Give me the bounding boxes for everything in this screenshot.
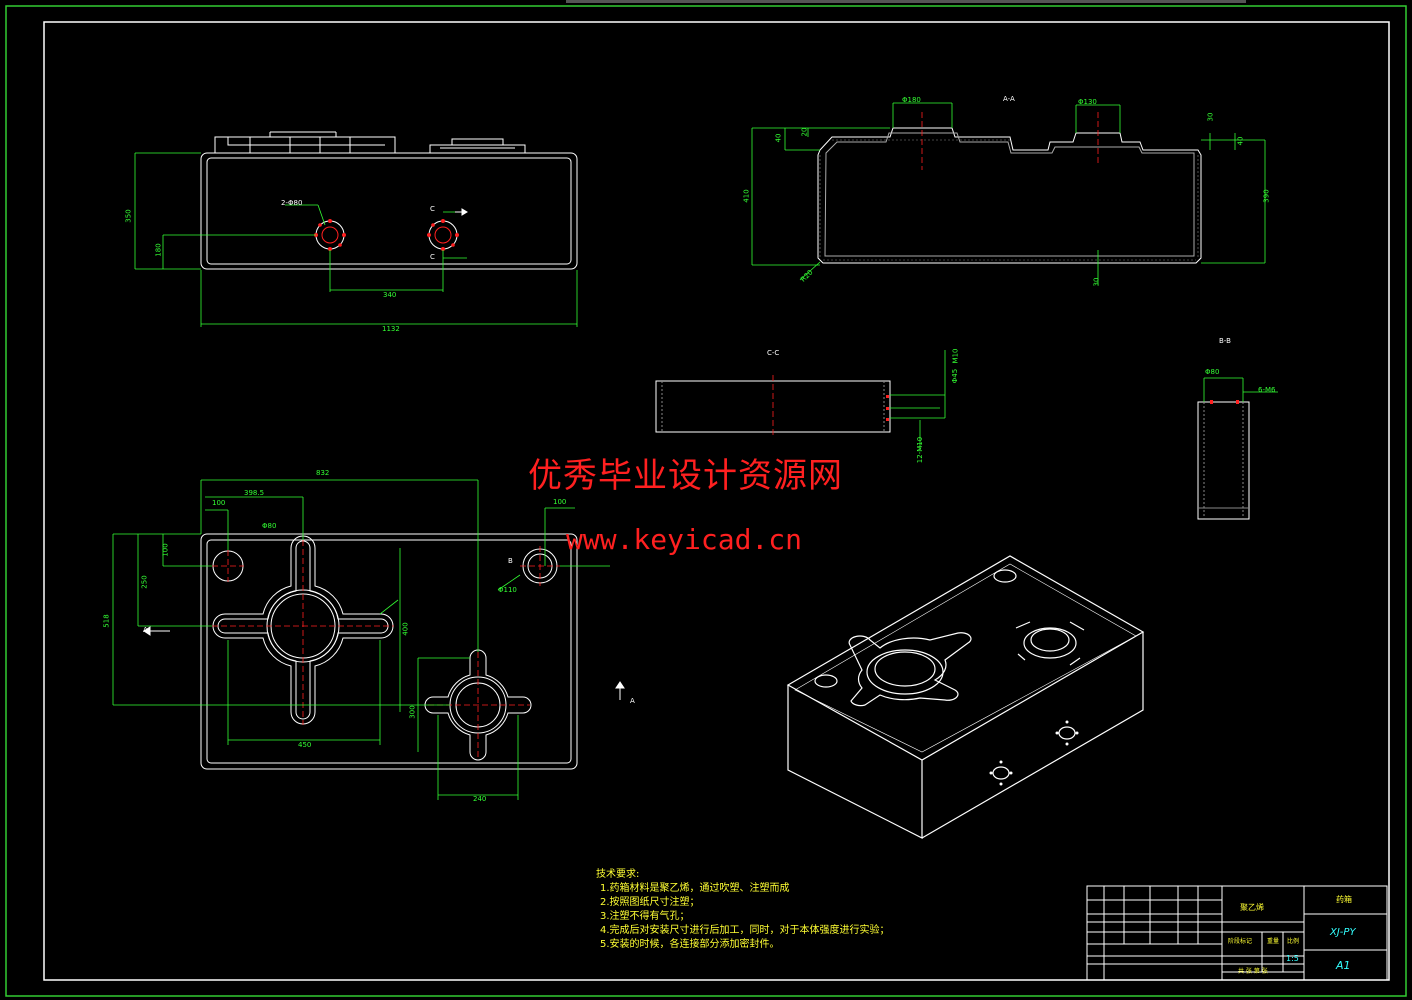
- aa-dim-right-top-a: 30: [1206, 112, 1215, 122]
- section-cc-title: C-C: [767, 349, 780, 357]
- isometric-bolt-holes: [989, 720, 1079, 786]
- top-dim-b: 100: [161, 543, 170, 557]
- top-view: [200, 533, 578, 770]
- title-weight: 重量: [1267, 938, 1280, 945]
- tech-heading: 技术要求:: [596, 869, 640, 880]
- top-section-mark-b: B: [508, 557, 513, 565]
- aa-dim-left-top-a: 40: [774, 133, 783, 143]
- tech-item: 5.安装的时候，各连接部分添加密封件。: [600, 939, 780, 950]
- top-dim-hole-x: 100: [212, 499, 226, 507]
- aa-dim-bottom: 30: [1092, 277, 1101, 287]
- top-dim-small-cross: 240: [473, 795, 487, 803]
- top-view-dimensions: [112, 479, 610, 800]
- cc-dim-thread: M10: [951, 348, 960, 364]
- title-stage-mark: 阶段标记: [1228, 938, 1253, 945]
- top-dim-right-hole-x: 100: [553, 498, 567, 506]
- top-dim-hole-dia: Φ80: [262, 522, 277, 530]
- section-bb-dimensions: [1203, 377, 1278, 402]
- front-view: [200, 131, 578, 270]
- tech-item: 1.药箱材料是聚乙烯，通过吹塑、注塑而成: [600, 883, 790, 894]
- section-aa-title: A-A: [1003, 95, 1015, 103]
- window-tab: [566, 0, 1246, 3]
- cc-dim-bottom: 12-M10: [916, 436, 925, 464]
- tech-item: 4.完成后对安装尺寸进行后加工，同时，对于本体强度进行实验；: [600, 925, 890, 936]
- section-cc-dimensions: [890, 350, 946, 450]
- title-scale: 1:5: [1286, 954, 1299, 963]
- top-dim-offset: 398.5: [244, 489, 265, 497]
- inner-frame: [43, 21, 1390, 981]
- section-arrows: [143, 208, 625, 700]
- aa-dim-right-boss: Φ130: [1078, 98, 1097, 106]
- aa-dim-left-top-b: 20: [800, 127, 809, 137]
- section-bb-title: B-B: [1219, 337, 1231, 345]
- top-dim-depth: 518: [102, 614, 111, 628]
- bb-dim-side: 6-M6: [1258, 386, 1276, 394]
- outer-frame: [5, 5, 1407, 997]
- title-material: 聚乙烯: [1240, 903, 1264, 912]
- title-part-name: 药箱: [1336, 895, 1352, 904]
- front-bolt-holes: [314, 219, 459, 251]
- aa-dim-right-top-b: 40: [1236, 136, 1245, 146]
- top-section-mark-a-right: A: [630, 697, 635, 705]
- tech-item: 2.按照图纸尺寸注塑；: [600, 897, 700, 908]
- section-aa-centerlines: [921, 112, 1099, 170]
- section-bb-marks: [1210, 400, 1239, 404]
- technical-requirements: 技术要求: 1.药箱材料是聚乙烯，通过吹塑、注塑而成 2.按照图纸尺寸注塑； 3…: [596, 868, 890, 952]
- top-dim-cross-h: 400: [401, 622, 410, 636]
- section-aa-hatch: [819, 139, 1199, 261]
- isometric-view: [786, 555, 1145, 839]
- front-dim-hole-spacing: 340: [383, 291, 397, 299]
- front-hole-spec: 2-Φ80: [281, 199, 303, 207]
- title-ratio: 比例: [1287, 938, 1300, 945]
- front-section-mark-c-bottom: C: [430, 253, 435, 261]
- front-section-mark-c-top: C: [430, 205, 435, 213]
- top-dim-cross-w: 450: [298, 741, 312, 749]
- top-dim-right-hole-dia: Φ110: [498, 586, 517, 594]
- section-cc-marks: [886, 395, 889, 421]
- top-dim-width: 832: [316, 469, 330, 477]
- top-section-mark-a-left: A: [143, 626, 148, 634]
- watermark-site-name: 优秀毕业设计资源网: [528, 456, 843, 496]
- top-dim-a: 250: [140, 575, 149, 589]
- section-aa-dimensions: [751, 102, 1266, 285]
- title-sheets: 共 张 第 张: [1238, 968, 1268, 975]
- section-bb-view: [1197, 401, 1250, 520]
- section-aa-view: [817, 127, 1202, 264]
- front-dim-hole-height: 180: [154, 243, 163, 257]
- aa-dim-left-boss: Φ180: [902, 96, 921, 104]
- title-block: [1086, 885, 1388, 981]
- top-dim-small-h: 300: [408, 705, 417, 719]
- title-drawing-no: XJ-PY: [1330, 927, 1356, 938]
- aa-dim-inner-height: 390: [1262, 189, 1271, 203]
- top-view-centerlines: [212, 540, 560, 760]
- front-dim-length: 1132: [382, 325, 400, 333]
- bb-dim-top: Φ80: [1205, 368, 1220, 376]
- front-dim-height: 350: [124, 209, 133, 223]
- tech-item: 3.注塑不得有气孔；: [600, 911, 690, 922]
- aa-dim-total-height: 410: [742, 189, 751, 203]
- cc-dim-right: Φ45: [951, 368, 960, 384]
- title-sheet-size: A1: [1336, 959, 1351, 972]
- watermark-url: www.keyicad.cn: [566, 523, 803, 556]
- front-dimensions: [134, 152, 578, 327]
